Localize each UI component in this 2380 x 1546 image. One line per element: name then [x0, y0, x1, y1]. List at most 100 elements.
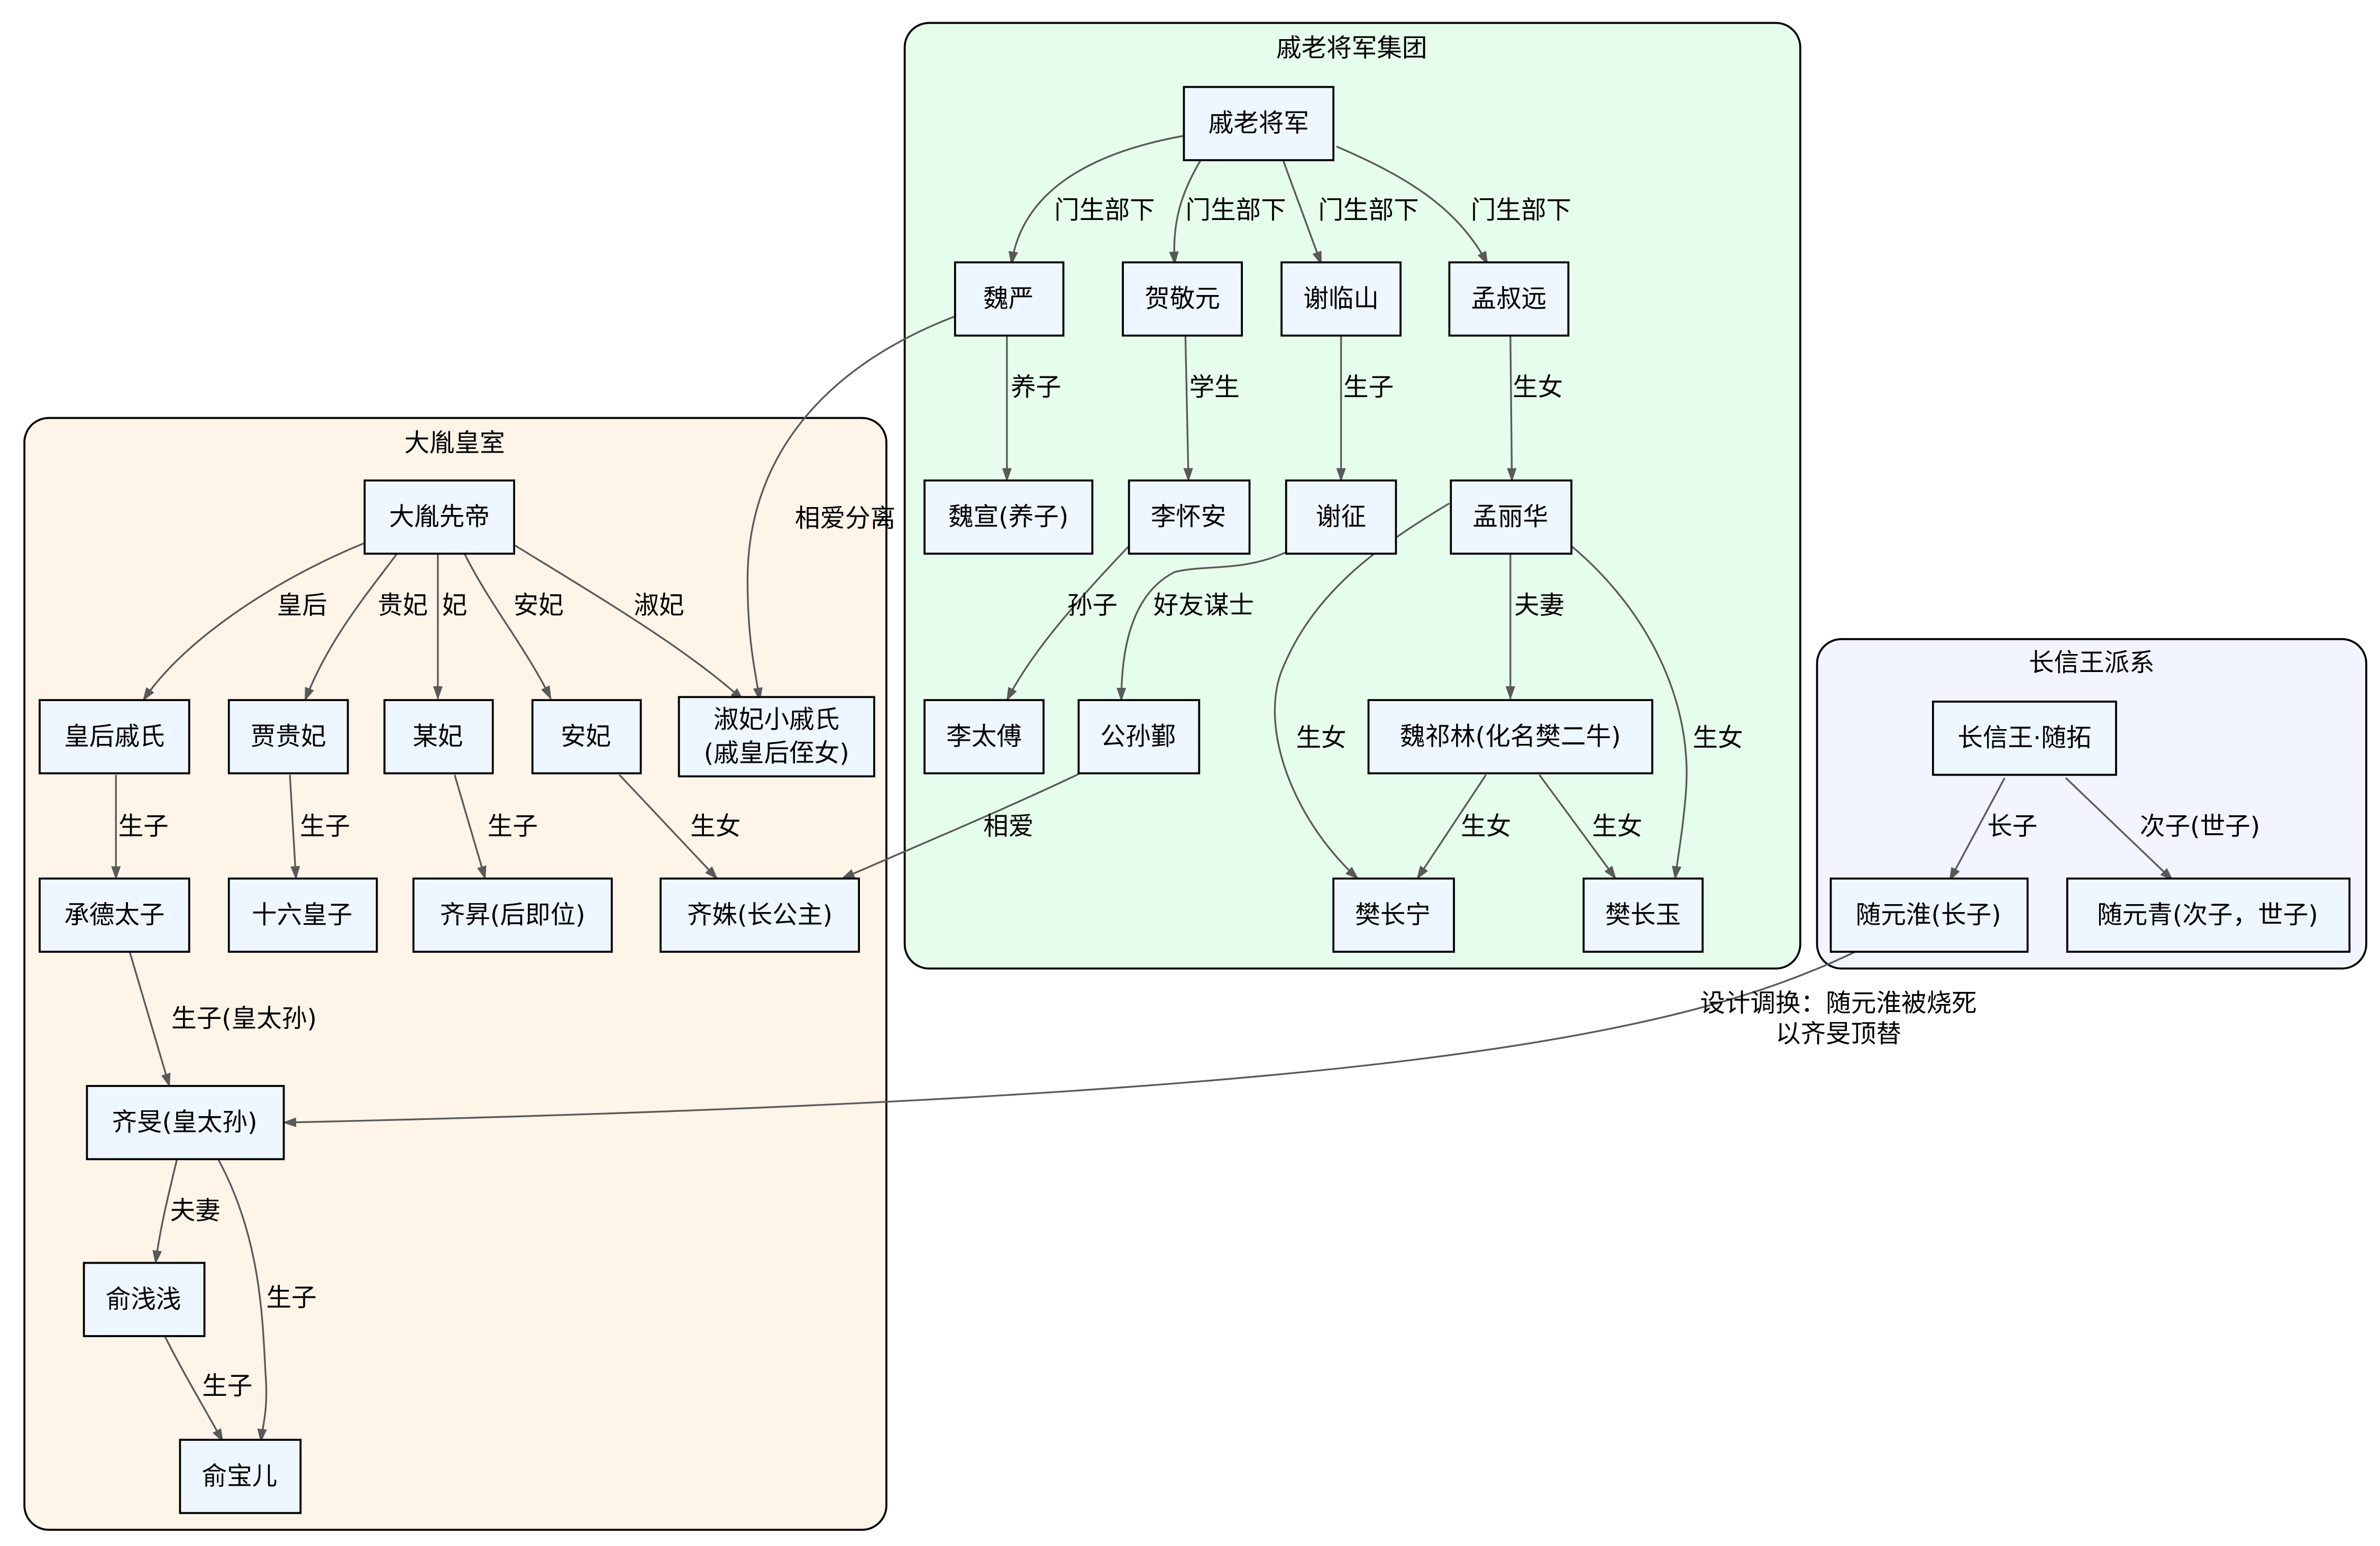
label-xiandi-moufei: 妃 — [442, 591, 468, 620]
edge-mengshuyuan-menglihua[interactable] — [1507, 335, 1517, 482]
label-changxinwang-suiyuanhuai: 长子 — [1987, 812, 2037, 841]
node-menglihua[interactable]: 孟丽华 — [1450, 479, 1573, 555]
node-fanchangyu-label: 樊长玉 — [1605, 900, 1681, 930]
node-shiliu-label: 十六皇子 — [252, 900, 352, 930]
node-weixuan-label: 魏宣(养子) — [948, 502, 1068, 531]
edge-xiandi-shufei[interactable] — [510, 542, 744, 701]
edge-yuqianqian-yubaoer[interactable] — [164, 1336, 224, 1443]
edge-changxinwang-suiyuanqing[interactable] — [2065, 777, 2174, 881]
edge-lihuaian-litaifu[interactable] — [1006, 545, 1130, 702]
label-qimin-yubaoer: 生子 — [266, 1283, 316, 1312]
node-qilao[interactable]: 戚老将军 — [1183, 86, 1335, 161]
node-shufei-label-line1: 淑妃小戚氏 — [713, 705, 839, 734]
node-weiyan[interactable]: 魏严 — [954, 261, 1065, 337]
edge-qimin-yubaoer[interactable] — [217, 1158, 268, 1443]
node-fanchangyu[interactable]: 樊长玉 — [1582, 877, 1704, 953]
node-weixuan[interactable]: 魏宣(养子) — [923, 479, 1094, 555]
edge-qilao-hejingyuan[interactable] — [1169, 160, 1202, 265]
label-weiqilin-fanchangyu: 生女 — [1592, 812, 1642, 841]
edge-suiyuanhuai-qimin[interactable] — [282, 951, 1856, 1127]
node-shiliu[interactable]: 十六皇子 — [227, 877, 378, 953]
node-litaifu-label: 李太傅 — [946, 722, 1022, 751]
node-jiaguifei-label: 贾贵妃 — [251, 722, 326, 751]
node-qishu-label: 齐姝(长公主) — [687, 900, 832, 930]
node-lihuaian[interactable]: 李怀安 — [1128, 479, 1251, 555]
node-suiyuanqing[interactable]: 随元青(次子，世子) — [2066, 877, 2351, 953]
node-litaifu[interactable]: 李太傅 — [923, 699, 1045, 775]
edge-hejingyuan-lihuaian[interactable] — [1183, 335, 1193, 482]
cluster-imperial-family: 大胤皇室 — [23, 417, 887, 1531]
label-suiyuanhuai-qimin-line1: 设计调换：随元淮被烧死 — [1700, 989, 1976, 1018]
node-qimin[interactable]: 齐旻(皇太孙) — [86, 1085, 285, 1161]
edge-weiqilin-fanchangning[interactable] — [1416, 774, 1487, 880]
node-lihuaian-label: 李怀安 — [1151, 502, 1226, 531]
label-menglihua-fanchangning: 生女 — [1296, 724, 1346, 753]
label-changxinwang-suiyuanqing: 次子(世子) — [2140, 812, 2260, 841]
node-chengde[interactable]: 承德太子 — [39, 877, 190, 953]
node-suiyuanhuai[interactable]: 随元淮(长子) — [1829, 877, 2029, 953]
label-huanghou-chengde: 生子 — [118, 812, 169, 841]
label-anfei-qishu: 生女 — [690, 812, 740, 841]
label-mengshuyuan-menglihua: 生女 — [1513, 373, 1563, 402]
node-yuqianqian-label: 俞浅浅 — [106, 1285, 181, 1314]
node-huanghou[interactable]: 皇后戚氏 — [39, 699, 190, 775]
label-xiezheng-gongsunyin: 好友谋士 — [1154, 591, 1254, 620]
edge-qimin-yuqianqian[interactable] — [152, 1158, 178, 1265]
node-qisheng[interactable]: 齐昇(后即位) — [412, 877, 613, 953]
label-hejingyuan-lihuaian: 学生 — [1189, 373, 1240, 402]
node-qisheng-label: 齐昇(后即位) — [440, 900, 585, 930]
node-qimin-label: 齐旻(皇太孙) — [112, 1108, 258, 1137]
edge-jiaguifei-shiliu[interactable] — [289, 775, 300, 880]
node-anfei[interactable]: 安妃 — [531, 699, 642, 775]
node-weiqilin[interactable]: 魏祁林(化名樊二牛) — [1367, 699, 1653, 775]
node-shufei[interactable]: 淑妃小戚氏 (戚皇后侄女) — [678, 696, 875, 778]
edge-qilao-weiyan[interactable] — [1008, 135, 1184, 265]
node-xielinshan[interactable]: 谢临山 — [1280, 261, 1402, 337]
node-weiyan-label: 魏严 — [983, 284, 1033, 314]
label-qilao-weiyan: 门生部下 — [1054, 196, 1155, 225]
node-jiaguifei[interactable]: 贾贵妃 — [227, 699, 349, 775]
edge-chengde-qimin[interactable] — [129, 951, 171, 1088]
node-moufei[interactable]: 某妃 — [383, 699, 494, 775]
edge-xiezheng-gongsunyin[interactable] — [1116, 551, 1287, 702]
node-qishu[interactable]: 齐姝(长公主) — [660, 877, 860, 953]
label-chengde-qimin: 生子(皇太孙) — [171, 1005, 317, 1034]
node-gongsunyin[interactable]: 公孙鄞 — [1077, 699, 1201, 775]
node-changxinwang[interactable]: 长信王·随拓 — [1932, 701, 2117, 776]
cluster-imperial-box — [23, 417, 887, 1531]
cluster-qi-general-title: 戚老将军集团 — [1276, 34, 1427, 63]
edge-gongsunyin-qishu[interactable] — [840, 772, 1081, 880]
edge-xiandi-jiaguifei[interactable] — [304, 551, 399, 702]
node-hejingyuan[interactable]: 贺敬元 — [1122, 261, 1243, 337]
label-yuqianqian-yubaoer: 生子 — [202, 1372, 252, 1401]
edge-weiqilin-fanchangyu[interactable] — [1539, 774, 1617, 880]
node-yuqianqian[interactable]: 俞浅浅 — [83, 1262, 206, 1337]
edge-weiyan-shufei[interactable] — [746, 315, 957, 702]
node-mengshuyuan[interactable]: 孟叔远 — [1448, 261, 1570, 337]
cluster-imperial-title: 大胤皇室 — [404, 429, 505, 458]
node-fanchangning[interactable]: 樊长宁 — [1332, 877, 1455, 953]
edge-xiandi-huanghou[interactable] — [142, 542, 365, 702]
node-yubaoer[interactable]: 俞宝儿 — [179, 1439, 302, 1514]
label-jiaguifei-shiliu: 生子 — [300, 812, 350, 841]
edge-xiandi-anfei[interactable] — [463, 551, 552, 700]
label-gongsunyin-qishu: 相爱 — [983, 812, 1033, 841]
label-qilao-xielinshan: 门生部下 — [1318, 196, 1418, 225]
edge-moufei-qisheng[interactable] — [454, 774, 487, 880]
node-xiandi[interactable]: 大胤先帝 — [363, 479, 515, 555]
node-anfei-label: 安妃 — [561, 722, 611, 751]
edge-anfei-qishu[interactable] — [618, 774, 718, 880]
edge-changxinwang-suiyuanhuai[interactable] — [1949, 777, 2006, 881]
edge-menglihua-fanchangyu[interactable] — [1571, 545, 1688, 880]
label-suiyuanhuai-qimin-line2: 以齐旻顶替 — [1775, 1019, 1901, 1048]
cluster-changxin-title: 长信王派系 — [2029, 648, 2155, 677]
edge-labels: 皇后 贵妃 妃 安妃 淑妃 生子 生子 生子 生女 生子(皇太孙) 夫妻 生子 … — [118, 196, 2260, 1401]
nodes: 大胤先帝 皇后戚氏 贾贵妃 某妃 安妃 淑妃小戚氏 (戚皇后侄女) 承德太子 — [39, 86, 2351, 1514]
label-xielinshan-xiezheng: 生子 — [1343, 373, 1394, 402]
edge-qilao-xielinshan[interactable] — [1282, 160, 1322, 265]
node-xiezheng-label: 谢征 — [1316, 502, 1366, 531]
node-xiezheng[interactable]: 谢征 — [1285, 479, 1397, 555]
node-mengshuyuan-label: 孟叔远 — [1471, 284, 1547, 314]
edge-qilao-mengshuyuan[interactable] — [1336, 145, 1488, 265]
